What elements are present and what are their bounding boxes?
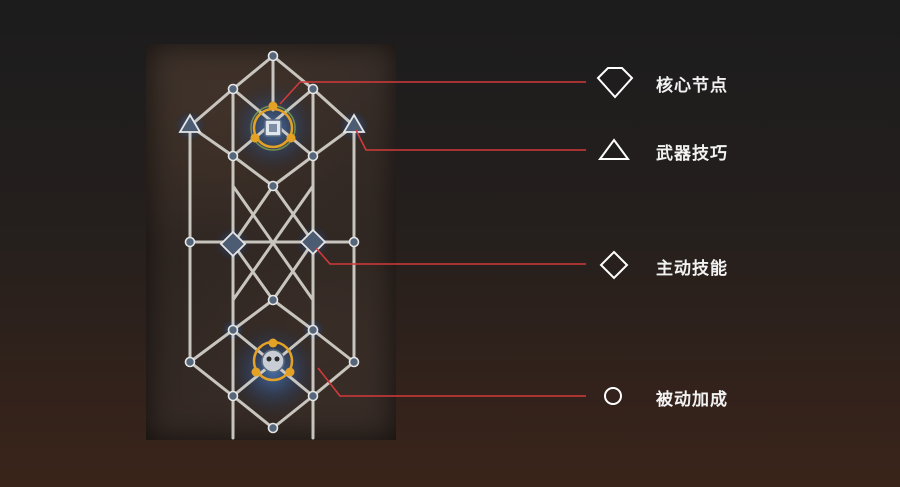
weapon-skill-node-right[interactable] — [342, 113, 366, 133]
diamond-icon — [599, 250, 629, 280]
active-skill-node-left[interactable] — [219, 230, 247, 258]
gem-icon — [596, 67, 634, 99]
weapon-skill-node-left[interactable] — [178, 113, 202, 133]
legend-label-passive-bonus: 被动加成 — [656, 390, 728, 409]
legend-label-core-node: 核心节点 — [656, 76, 728, 95]
circle-icon — [604, 387, 622, 405]
passive-bonus-nodes — [184, 50, 360, 434]
core-node-top[interactable] — [250, 101, 296, 151]
legend-label-active-skill: 主动技能 — [656, 259, 728, 278]
active-skill-node-right[interactable] — [299, 228, 327, 256]
legend-label-weapon-skill: 武器技巧 — [656, 144, 728, 163]
core-node-bottom[interactable] — [251, 338, 295, 382]
triangle-icon — [598, 138, 630, 160]
callout-lines — [279, 81, 586, 397]
